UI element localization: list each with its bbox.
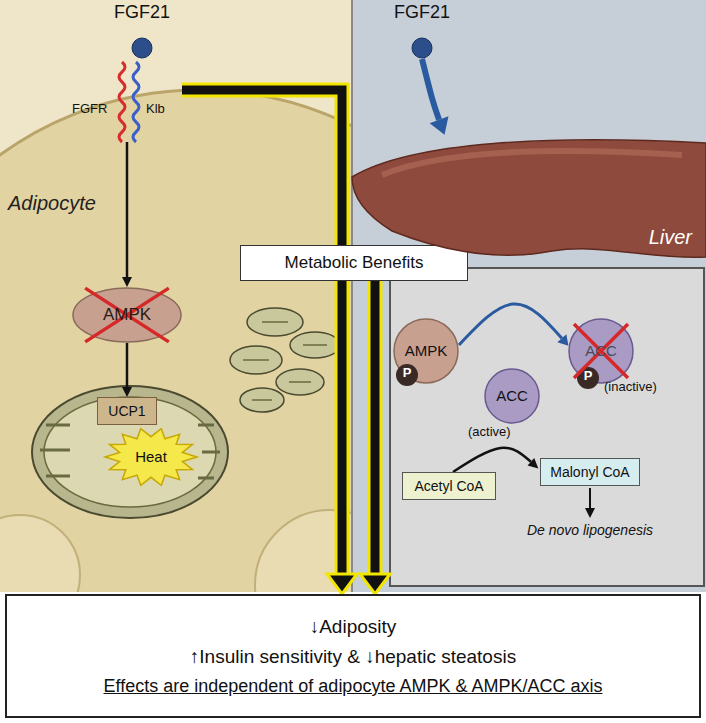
node-label: Liver bbox=[649, 226, 692, 249]
connector-arrow bbox=[127, 343, 128, 387]
liver-organ: Liver bbox=[352, 135, 706, 265]
connector-line bbox=[182, 90, 342, 574]
connector-arrow bbox=[422, 59, 439, 120]
connector-outline bbox=[182, 90, 342, 574]
connector-line bbox=[371, 265, 380, 574]
klb-strand bbox=[133, 62, 139, 142]
mitochondria-cluster bbox=[230, 308, 340, 412]
lipid-droplet bbox=[0, 515, 80, 592]
node-label: ↑Insulin sensitivity & ↓hepatic steatosi… bbox=[190, 646, 516, 668]
ligand-ball bbox=[412, 38, 432, 58]
node-label: Effects are independent of adipocyte AMP… bbox=[104, 676, 603, 697]
ligand-ball bbox=[132, 38, 152, 58]
node-label: Malonyl CoA bbox=[550, 464, 629, 480]
mitochondrion-large bbox=[32, 386, 228, 518]
node-label: FGF21 bbox=[394, 2, 450, 23]
panel-divider bbox=[351, 0, 353, 592]
node-label: ↓Adiposity bbox=[310, 616, 397, 638]
ellipse-shape bbox=[73, 288, 181, 342]
metabolite-box: Malonyl CoA bbox=[540, 458, 640, 486]
heat-burst: Heat bbox=[105, 428, 197, 486]
node-label: FGF21 bbox=[114, 2, 170, 23]
node-label: AMPK bbox=[103, 305, 151, 325]
node-label: P bbox=[396, 366, 418, 381]
connector-arrow bbox=[375, 265, 376, 574]
node-label: ACC bbox=[568, 342, 634, 359]
starburst bbox=[105, 429, 197, 486]
node-label: UCP1 bbox=[108, 403, 145, 419]
circle-shape bbox=[485, 369, 539, 423]
receptor: FGFR Klb bbox=[72, 62, 182, 142]
ligand: FGF21 bbox=[383, 2, 461, 60]
circle-shape bbox=[569, 319, 633, 383]
connector-line bbox=[126, 343, 129, 387]
liver-shape bbox=[352, 140, 706, 257]
connector-arrow bbox=[127, 142, 128, 277]
node-label: P bbox=[577, 369, 599, 384]
connector-arrow bbox=[453, 448, 531, 472]
inset-panel bbox=[390, 268, 704, 586]
node-label: Adipocyte bbox=[8, 192, 96, 215]
connector-arrow bbox=[182, 90, 342, 574]
ligand: FGF21 bbox=[103, 2, 181, 60]
node-label: Metabolic Benefits bbox=[285, 253, 424, 273]
node-label: (inactive) bbox=[604, 380, 657, 395]
node-label: AMPK bbox=[393, 342, 459, 359]
lipogenesis-arrow bbox=[589, 488, 591, 508]
node-label: Klb bbox=[146, 102, 165, 117]
circle-shape bbox=[394, 319, 458, 383]
connector-line bbox=[422, 59, 439, 120]
node-label: ACC bbox=[485, 387, 539, 404]
cell-region: Adipocyte FGFR KlbAMPK UCP1Heat bbox=[0, 62, 352, 590]
node-label: FGFR bbox=[72, 102, 107, 117]
connector-line bbox=[453, 448, 531, 472]
connector-arrow bbox=[459, 304, 562, 345]
benefit-box: Metabolic Benefits bbox=[240, 245, 468, 281]
phospho-dot bbox=[396, 364, 418, 386]
adipocyte-cell bbox=[0, 90, 352, 592]
enzyme-circle: ACC (active) bbox=[468, 368, 552, 442]
connector-outline bbox=[368, 265, 383, 574]
liver-highlight bbox=[382, 151, 682, 175]
enzyme-circle: ACC P (inactive) bbox=[568, 318, 688, 396]
process-label: De novo lipogenesis bbox=[520, 522, 660, 538]
kinase-ellipse: AMPK bbox=[72, 287, 182, 343]
kinase-circle: AMPK P bbox=[393, 318, 459, 384]
metabolite-box: Acetyl CoA bbox=[402, 472, 496, 500]
node-label: Heat bbox=[135, 448, 167, 465]
connector-line bbox=[459, 304, 562, 345]
outcome-box: ↓Adiposity ↑Insulin sensitivity & ↓hepati… bbox=[5, 594, 701, 718]
node-label: (active) bbox=[468, 425, 511, 440]
cross-mark bbox=[85, 288, 169, 342]
node-label: Acetyl CoA bbox=[414, 478, 483, 494]
connector-line bbox=[126, 142, 129, 277]
fgfr-strand bbox=[119, 62, 125, 142]
protein-box: UCP1 bbox=[97, 397, 157, 425]
liver-panel bbox=[352, 0, 706, 592]
